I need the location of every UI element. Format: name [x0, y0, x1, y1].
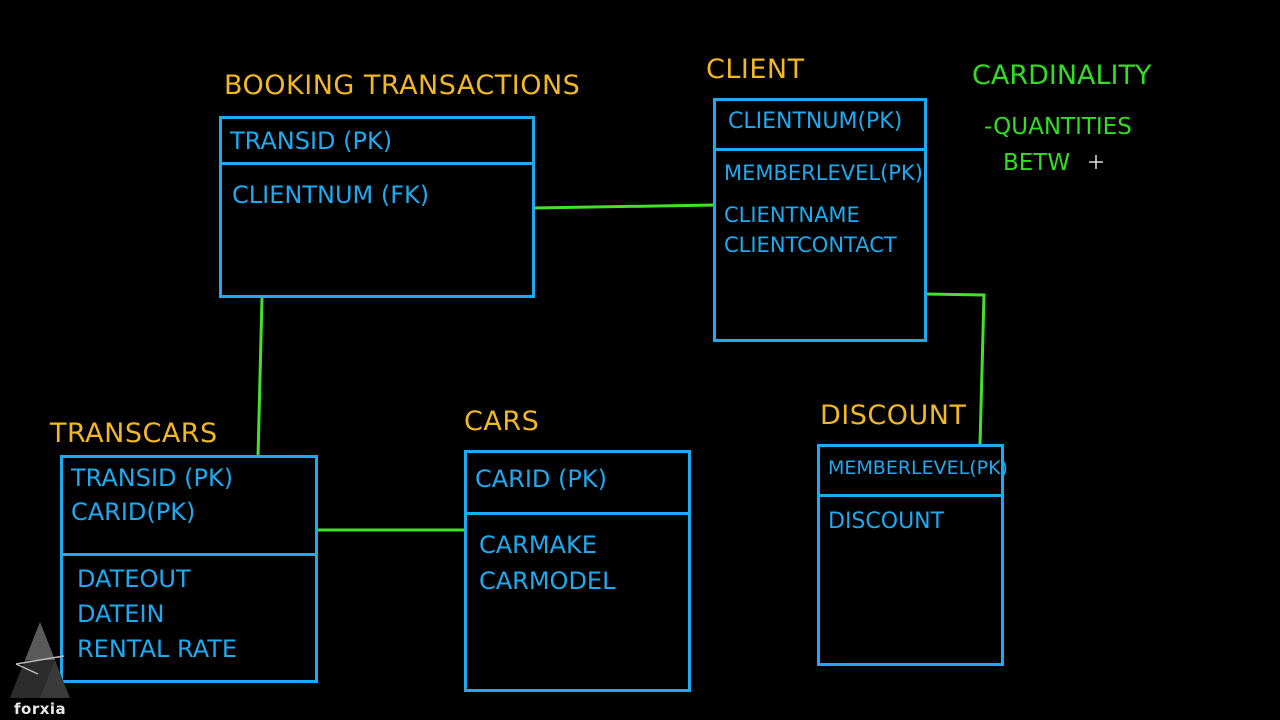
primary-key-section: CLIENTNUM(PK)	[716, 101, 924, 151]
attribute-clientname: CLIENTNAME	[724, 203, 860, 228]
primary-key-section: CARID (PK)	[467, 453, 688, 515]
note-line-quantities: -QUANTITIES	[984, 114, 1132, 140]
primary-key-section: MEMBERLEVEL(PK)	[820, 447, 1008, 497]
attribute-datein: DATEIN	[77, 599, 165, 628]
attribute-transid-pk: TRANSID (PK)	[230, 127, 393, 155]
crosshair-cursor-icon	[1089, 155, 1103, 169]
primary-key-section: TRANSID (PK) CARID(PK)	[63, 458, 315, 556]
note-line-betw: BETW	[1003, 150, 1071, 176]
attribute-memberlevel-pk: MEMBERLEVEL(PK)	[828, 457, 1008, 479]
attribute-rental-rate: RENTAL RATE	[77, 634, 238, 663]
entity-transcars: TRANSID (PK) CARID(PK) DATEOUT DATEIN RE…	[60, 455, 318, 683]
attribute-carid-pk: CARID(PK)	[71, 497, 196, 526]
attribute-section: CARMAKE CARMODEL	[467, 515, 688, 599]
logo-wordmark: forxia	[14, 700, 67, 718]
triangle-logo-icon	[10, 622, 70, 698]
attribute-carmodel: CARMODEL	[479, 567, 616, 595]
attribute-carmake: CARMAKE	[479, 531, 597, 559]
primary-key-section: TRANSID (PK)	[222, 119, 532, 165]
relation-booking-transcars	[256, 297, 264, 458]
attribute-memberlevel-pk: MEMBERLEVEL(PK)	[724, 161, 923, 185]
entity-discount: MEMBERLEVEL(PK) DISCOUNT	[817, 444, 1008, 666]
attribute-discount: DISCOUNT	[828, 509, 945, 534]
entity-title-cars: CARS	[464, 406, 540, 437]
attribute-clientnum-fk: CLIENTNUM (FK)	[232, 181, 430, 209]
entity-title-booking-transactions: BOOKING TRANSACTIONS	[224, 70, 581, 101]
attribute-clientnum-pk: CLIENTNUM(PK)	[728, 109, 903, 134]
attribute-carid-pk: CARID (PK)	[475, 465, 607, 493]
attribute-dateout: DATEOUT	[77, 565, 191, 593]
attribute-section: DATEOUT DATEIN RENTAL RATE	[63, 556, 315, 666]
attribute-transid-pk: TRANSID (PK)	[71, 464, 234, 492]
attribute-clientcontact: CLIENTCONTACT	[724, 232, 897, 257]
note-heading-cardinality: CARDINALITY	[972, 60, 1152, 91]
entity-cars: CARID (PK) CARMAKE CARMODEL	[464, 450, 691, 692]
entity-client: CLIENTNUM(PK) MEMBERLEVEL(PK) CLIENTNAME…	[713, 98, 927, 342]
attribute-section: MEMBERLEVEL(PK) CLIENTNAME CLIENTCONTACT	[716, 151, 924, 259]
attribute-section: DISCOUNT	[820, 497, 1001, 538]
relation-client-discount	[924, 292, 986, 446]
entity-booking-transactions: TRANSID (PK) CLIENTNUM (FK)	[219, 116, 535, 298]
entity-title-discount: DISCOUNT	[820, 400, 967, 431]
entity-title-client: CLIENT	[706, 54, 805, 85]
relation-booking-client	[533, 203, 716, 210]
entity-title-transcars: TRANSCARS	[50, 418, 218, 449]
attribute-section: CLIENTNUM (FK)	[222, 165, 532, 213]
